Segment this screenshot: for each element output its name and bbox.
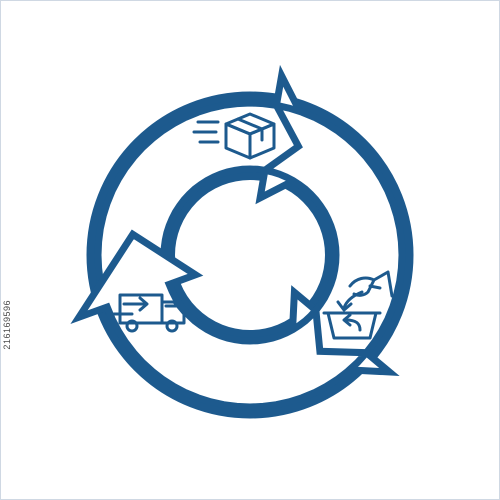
truck-cab [160,300,186,325]
truck-wheel [125,319,139,333]
drop-arrowhead [336,300,353,312]
drop-arrow-icon [342,290,364,310]
fast-delivery-box-icon [192,112,276,160]
cycle-arrows [70,64,406,411]
truck-wheel [165,319,179,333]
truck-arrowhead [138,296,149,312]
box-tape [236,117,264,131]
stock-id-label: 216169596 [2,300,12,350]
outer-ring [86,91,414,419]
hand-icon [348,270,394,298]
cycle-arrow-delivery [70,229,375,411]
box-top [224,112,276,136]
return-arrowhead [342,313,352,327]
hand-return-basket-icon [322,270,394,340]
return-arrow-icon [344,318,362,332]
delivery-truck-icon [112,293,186,333]
cycle-arrow-return [256,100,406,377]
